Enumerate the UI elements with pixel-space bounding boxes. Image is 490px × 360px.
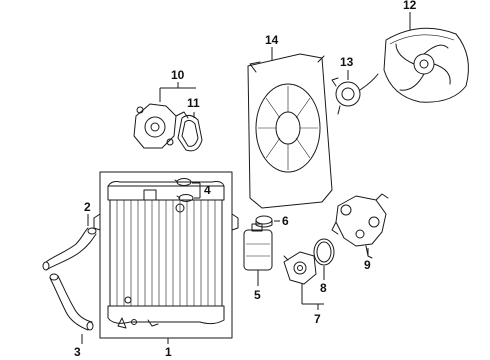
thermostat xyxy=(283,251,317,285)
callout-6: 6 xyxy=(282,214,289,228)
callout-7: 7 xyxy=(314,312,321,326)
callout-11: 11 xyxy=(187,96,200,110)
reservoir-cap xyxy=(255,215,273,228)
fan-motor xyxy=(331,73,379,115)
water-outlet-housing xyxy=(331,193,389,259)
callout-2: 2 xyxy=(84,200,91,214)
coolant-reservoir xyxy=(243,223,273,271)
lower-hose xyxy=(49,273,94,331)
fan-shroud xyxy=(247,53,333,209)
cooling-fan xyxy=(383,27,469,103)
callout-8: 8 xyxy=(320,281,327,295)
callout-13: 13 xyxy=(340,55,354,69)
hose-clips xyxy=(174,178,194,202)
callout-10: 10 xyxy=(171,68,185,82)
callout-1: 1 xyxy=(165,345,172,359)
callout-3: 3 xyxy=(74,345,81,359)
callout-12: 12 xyxy=(403,0,417,12)
water-pump-gasket xyxy=(177,114,203,152)
upper-hose xyxy=(42,227,97,271)
callout-9: 9 xyxy=(364,258,371,272)
callout-14: 14 xyxy=(265,33,279,47)
callout-4: 4 xyxy=(204,183,211,197)
callout-5: 5 xyxy=(254,288,261,302)
thermostat-gasket xyxy=(313,238,335,266)
radiator xyxy=(93,171,239,339)
